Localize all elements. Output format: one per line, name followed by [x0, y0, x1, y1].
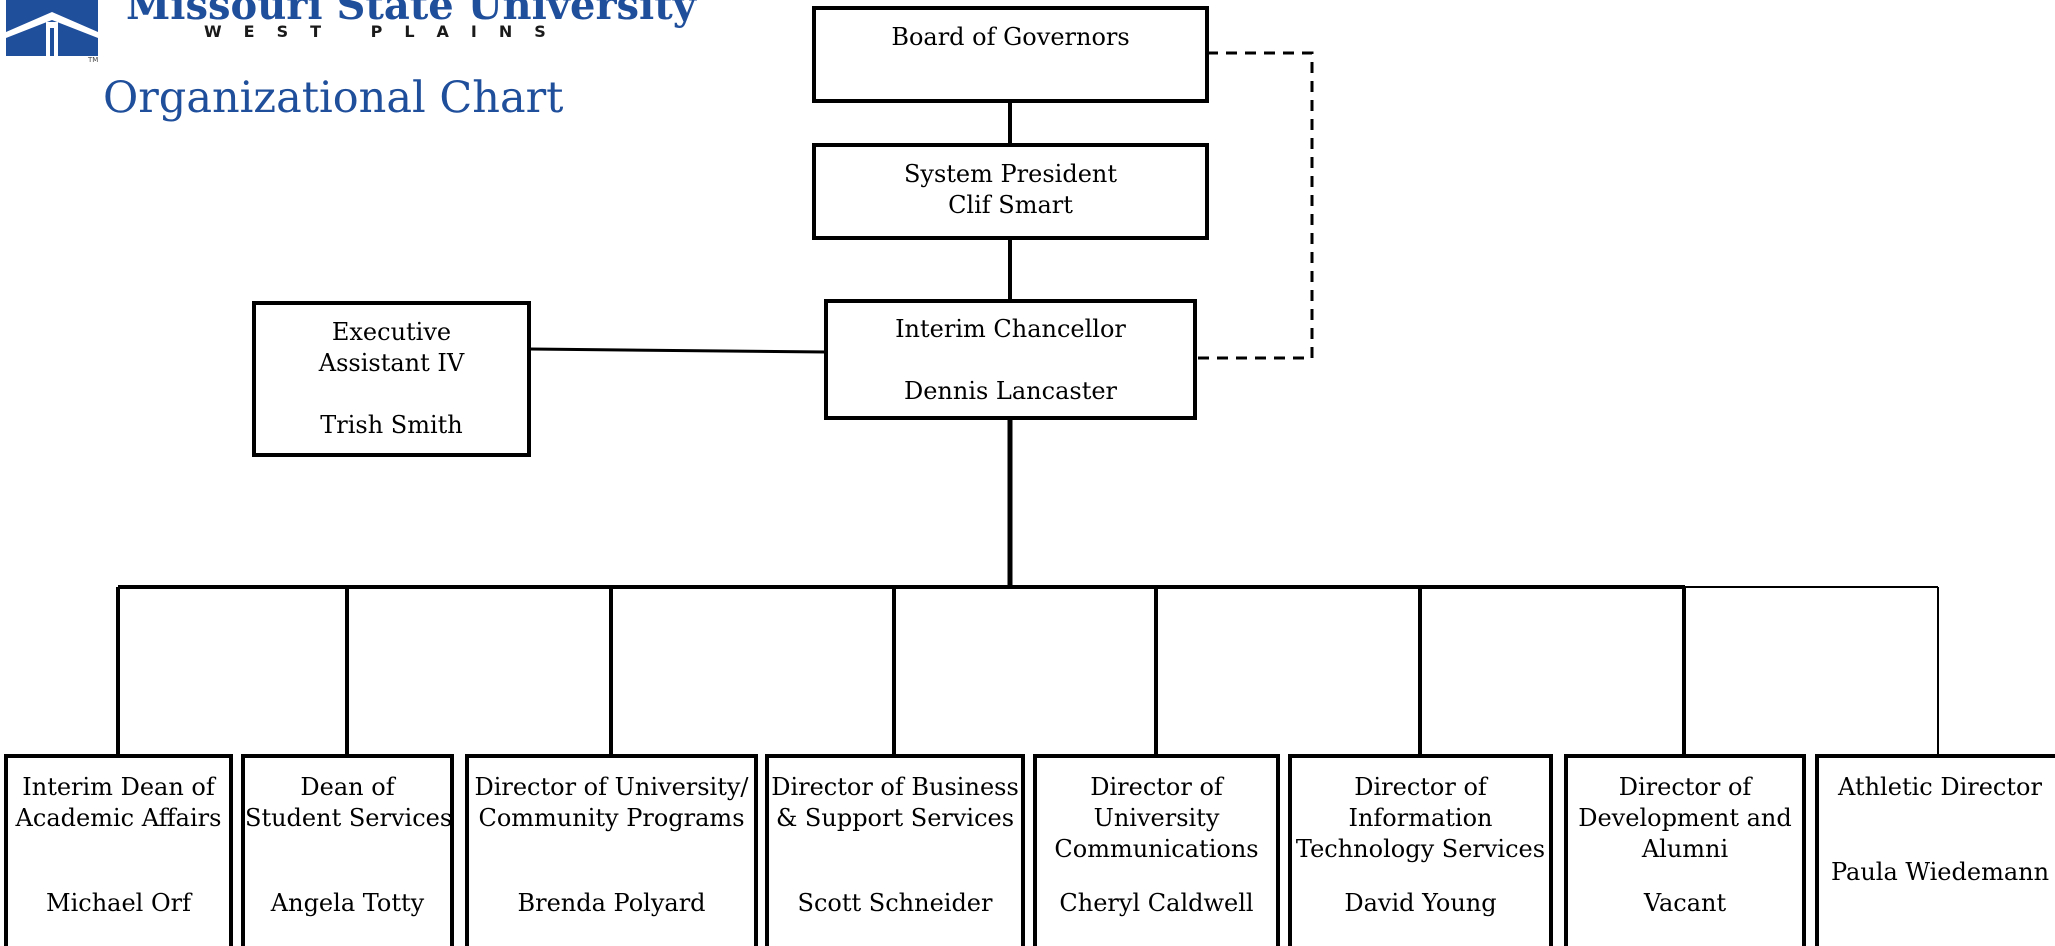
report-box-development-alumni: Director of Development and Alumni Vacan…	[1564, 754, 1806, 946]
report-title-line: Athletic Director	[1838, 773, 2042, 801]
report-person-name: Vacant	[1643, 889, 1727, 917]
report-box-academic-affairs: Interim Dean of Academic Affairs Michael…	[4, 754, 233, 946]
system-president-box: System President Clif Smart	[812, 143, 1209, 240]
report-person-name: Brenda Polyard	[517, 889, 706, 917]
board-of-governors-box: Board of Governors	[812, 6, 1209, 103]
report-box-university-communications: Director of University Communications Ch…	[1033, 754, 1280, 946]
report-title-line: Development and	[1578, 804, 1792, 832]
board-title: Board of Governors	[891, 23, 1130, 51]
report-box-community-programs: Director of University/ Community Progra…	[465, 754, 758, 946]
president-title: System President	[903, 160, 1118, 188]
chancellor-title: Interim Chancellor	[895, 315, 1126, 343]
report-title-line: Information	[1348, 804, 1493, 832]
report-person-name: Scott Schneider	[797, 889, 993, 917]
logo-subtitle: WEST PLAINS	[204, 22, 568, 41]
president-name: Clif Smart	[948, 191, 1073, 219]
chart-title: Organizational Chart	[103, 73, 564, 123]
report-title-line: Director of University/	[474, 773, 749, 801]
report-title-line: Technology Services	[1295, 835, 1546, 863]
report-person-name: David Young	[1344, 889, 1497, 917]
logo-trademark: TM	[88, 56, 99, 64]
assistant-title-line1: Executive	[331, 318, 452, 346]
report-person-name: Paula Wiedemann	[1830, 858, 2050, 886]
report-title-line: Director of	[1618, 773, 1752, 801]
report-person-name: Michael Orf	[46, 889, 191, 917]
report-box-athletics: Athletic Director Paula Wiedemann	[1815, 754, 2055, 946]
assistant-title-line2: Assistant IV	[318, 349, 465, 377]
report-box-student-services: Dean of Student Services Angela Totty	[241, 754, 454, 946]
report-box-information-technology: Director of Information Technology Servi…	[1288, 754, 1553, 946]
report-title-line: Director of	[1090, 773, 1223, 801]
assistant-chancellor-connector	[529, 347, 827, 354]
chancellor-name: Dennis Lancaster	[903, 377, 1118, 405]
logo-building-icon	[6, 0, 98, 56]
executive-assistant-box: Executive Assistant IV Trish Smith	[252, 301, 531, 457]
interim-chancellor-box: Interim Chancellor Dennis Lancaster	[824, 299, 1197, 420]
report-person-name: Angela Totty	[270, 889, 425, 917]
report-title-line: Academic Affairs	[15, 804, 222, 832]
report-title-line: Student Services	[245, 804, 453, 832]
report-title-line: Interim Dean of	[22, 773, 215, 801]
report-title-line: Communications	[1054, 835, 1259, 863]
report-title-line: Dean of	[300, 773, 395, 801]
report-title-line: Director of Business	[771, 773, 1019, 801]
report-title-line: Alumni	[1641, 835, 1729, 863]
board-chancellor-dashed-connector	[1195, 51, 1314, 360]
report-title-line: Community Programs	[478, 804, 745, 832]
assistant-name: Trish Smith	[320, 411, 463, 439]
logo-text: Missouri State University	[126, 0, 696, 29]
report-title-line: University	[1093, 804, 1220, 832]
report-person-name: Cheryl Caldwell	[1059, 889, 1254, 917]
report-title-line: & Support Services	[775, 804, 1015, 832]
report-title-line: Director of	[1354, 773, 1487, 801]
report-box-business-services: Director of Business & Support Services …	[765, 754, 1025, 946]
